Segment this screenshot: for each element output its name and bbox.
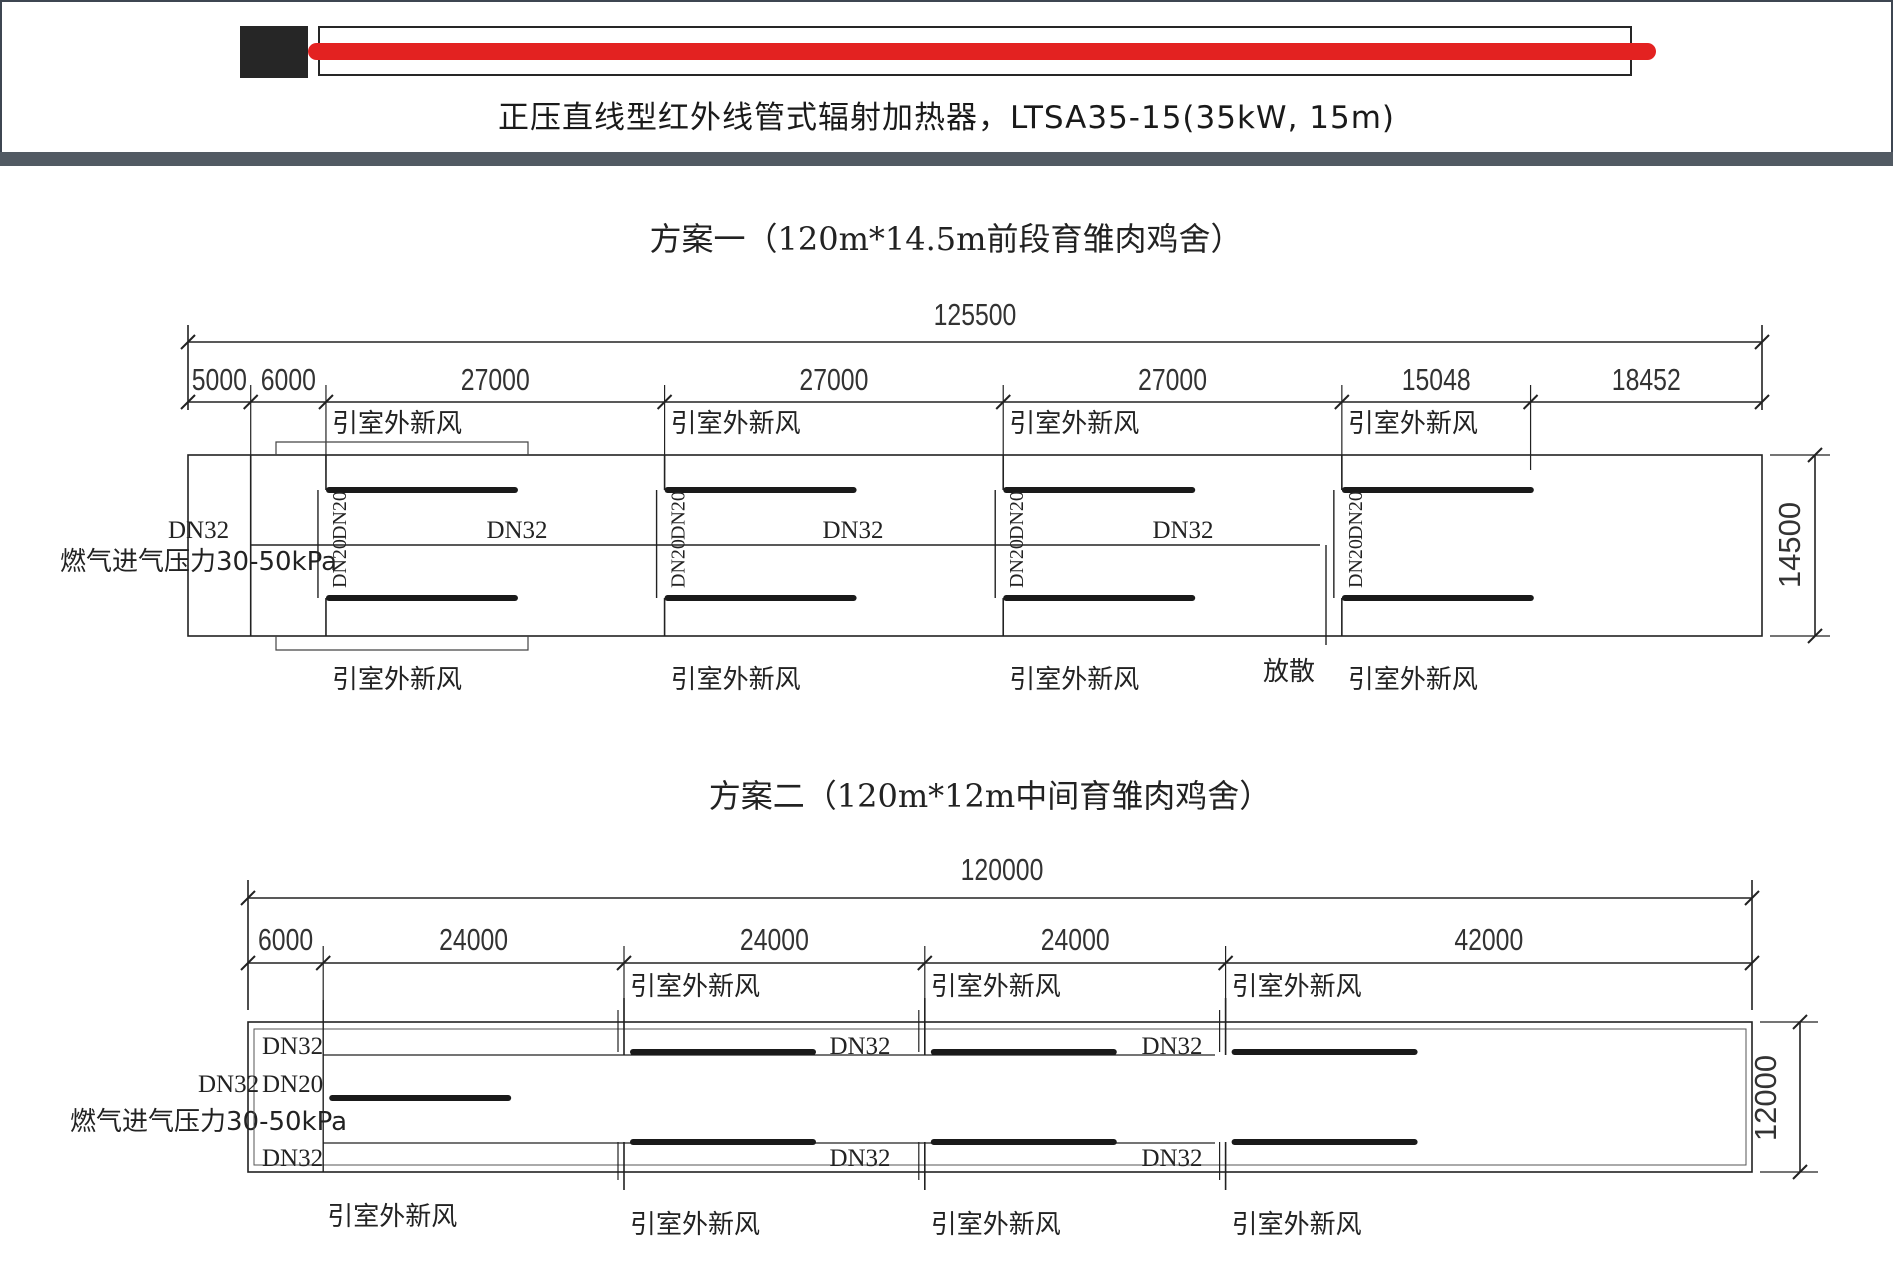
scheme1-branch-pipe-label: DN20 [1006, 539, 1028, 588]
scheme1-fresh-air-label: 引室外新风 [1009, 665, 1139, 695]
scheme2-heater-tube [329, 1095, 512, 1101]
scheme2-heater-tube [1231, 1139, 1418, 1145]
scheme1-fresh-air-label: 引室外新风 [671, 409, 801, 439]
scheme2-main-pipe-label: DN32 [198, 1071, 259, 1098]
scheme2-fresh-air-label: 引室外新风 [1232, 972, 1362, 1002]
scheme2-dim-tick [1792, 1014, 1808, 1030]
scheme1-heater-tube [1341, 595, 1534, 601]
scheme1-branch-pipe-label: DN20 [1006, 491, 1028, 540]
scheme2-heater-tube [930, 1049, 1117, 1055]
scheme2-heater-tube [930, 1139, 1117, 1145]
scheme1-main-pipe-label: DN32 [1152, 517, 1213, 544]
scheme1-room-bracket [275, 441, 529, 455]
scheme1-branch-pipe-label: DN20 [1345, 491, 1367, 540]
scheme1-heater-tube [325, 595, 518, 601]
scheme2-width-dim: 12000 [1748, 1055, 1783, 1141]
scheme2-heater-tube [1231, 1049, 1418, 1055]
scheme1-inlet-label: 燃气进气压力30-50kPa [60, 547, 337, 577]
heater-legend-panel [0, 0, 1893, 152]
scheme2-main-pipe-label: DN32 [1141, 1033, 1202, 1060]
scheme1-dim-tick [180, 394, 196, 410]
scheme1-segment-label: 5000 [192, 362, 247, 396]
scheme1-fresh-air-label: 引室外新风 [671, 665, 801, 695]
scheme1-total-length: 125500 [934, 297, 1017, 331]
scheme1-main-pipe-label: DN32 [168, 517, 229, 544]
scheme1-heater-tube [1003, 487, 1196, 493]
scheme2-heater-tube [630, 1049, 816, 1055]
scheme2-fresh-air-label: 引室外新风 [1232, 1210, 1362, 1240]
heater-radiant-tube [308, 43, 1656, 60]
scheme1-heater-tube [664, 595, 857, 601]
scheme1-branch-pipe-label: DN20 [1345, 539, 1367, 588]
scheme1-branch-pipe-label: DN20 [668, 491, 690, 540]
scheme1-title: 方案一（120m*14.5m前段育雏肉鸡舍） [649, 220, 1242, 258]
scheme2-fresh-air-label: 引室外新风 [630, 1210, 760, 1240]
scheme1-fresh-air-label: 引室外新风 [1009, 409, 1139, 439]
scheme1-segment-label: 27000 [799, 362, 868, 396]
heater-burner-box [240, 26, 308, 78]
scheme1-segment-label: 15048 [1402, 362, 1471, 396]
scheme2-fresh-air-label: 引室外新风 [630, 972, 760, 1002]
scheme2-main-pipe-label: DN32 [1141, 1145, 1202, 1172]
scheme2-segment-label: 24000 [1041, 922, 1110, 956]
scheme1-room-bracket [275, 636, 529, 651]
scheme2-main-pipe-label: DN32 [829, 1033, 890, 1060]
scheme2-dim-tick [1792, 1164, 1808, 1180]
scheme1-segment-label: 27000 [461, 362, 530, 396]
header-divider-bar [0, 152, 1893, 166]
scheme1-fresh-air-label: 引室外新风 [1348, 409, 1478, 439]
heater-caption: 正压直线型红外线管式辐射加热器，LTSA35-15(35kW, 15m) [497, 100, 1396, 136]
scheme1-main-pipe-label: DN32 [486, 517, 547, 544]
scheme2-dim-tick [1744, 955, 1760, 971]
scheme2-title: 方案二（120m*12m中间育雏肉鸡舍） [709, 777, 1272, 815]
scheme1-heater-tube [664, 487, 857, 493]
scheme1-branch-pipe-label: DN20 [329, 491, 351, 540]
scheme1-segment-label: 6000 [261, 362, 316, 396]
scheme1-heater-tube [1003, 595, 1196, 601]
scheme1-vent-label: 放散 [1263, 657, 1315, 687]
scheme1-dim-tick [1807, 628, 1823, 644]
scheme1-segment-label: 18452 [1612, 362, 1681, 396]
scheme1-width-dim: 14500 [1772, 502, 1807, 588]
scheme1-branch-pipe-label: DN20 [668, 539, 690, 588]
scheme1-branch-pipe-label: DN20 [329, 539, 351, 588]
scheme2-main-pipe-label: DN32 [262, 1145, 323, 1172]
scheme1-segment-label: 27000 [1138, 362, 1207, 396]
scheme2-fresh-air-label: 引室外新风 [931, 972, 1061, 1002]
scheme2-branch-pipe-label: DN20 [262, 1071, 323, 1098]
scheme2-dim-tick [240, 955, 256, 971]
scheme1-dim-tick [1754, 394, 1770, 410]
scheme1-building-outline [187, 454, 1763, 637]
scheme2-heater-tube [630, 1139, 816, 1145]
scheme1-heater-tube [325, 487, 518, 493]
scheme2-fresh-air-label: 引室外新风 [931, 1210, 1061, 1240]
scheme2-segment-label: 6000 [258, 922, 313, 956]
scheme2-drawing: 方案二（120m*12m中间育雏肉鸡舍） 120000 12000 燃气进气压力… [70, 777, 1818, 1240]
scheme2-segment-label: 42000 [1454, 922, 1523, 956]
scheme1-main-pipe-label: DN32 [822, 517, 883, 544]
scheme1-fresh-air-label: 引室外新风 [1348, 665, 1478, 695]
scheme2-segment-label: 24000 [439, 922, 508, 956]
scheme2-main-pipe-label: DN32 [829, 1145, 890, 1172]
scheme1-heater-tube [1341, 487, 1534, 493]
scheme2-inlet-label: 燃气进气压力30-50kPa [70, 1107, 347, 1137]
scheme2-fresh-air-label: 引室外新风 [327, 1202, 457, 1232]
scheme2-building-outline [247, 1021, 1753, 1173]
scheme2-total-length: 120000 [961, 852, 1044, 886]
scheme1-fresh-air-label: 引室外新风 [332, 665, 462, 695]
scheme2-inner-outline [253, 1028, 1747, 1166]
scheme1-drawing: 方案一（120m*14.5m前段育雏肉鸡舍） 125500 14500 燃气进气… [60, 220, 1830, 695]
scheme1-fresh-air-label: 引室外新风 [332, 409, 462, 439]
scheme1-dim-tick [1807, 447, 1823, 463]
scheme2-segment-label: 24000 [740, 922, 809, 956]
scheme2-main-pipe-label: DN32 [262, 1033, 323, 1060]
